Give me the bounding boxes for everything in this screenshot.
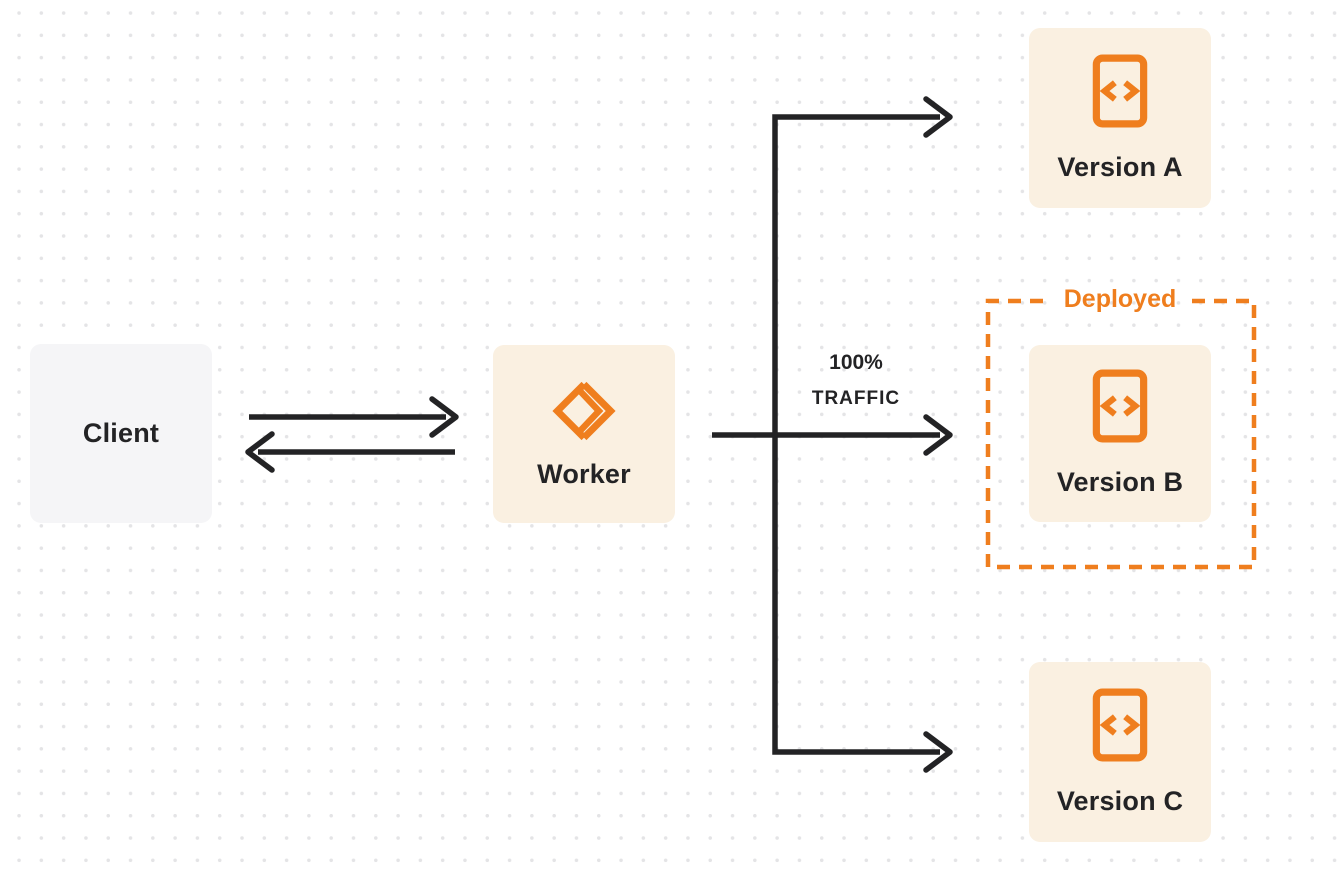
worker-label: Worker <box>537 458 631 489</box>
workers-logo-icon <box>552 379 616 443</box>
version-c-arrowhead <box>923 731 953 773</box>
version-c-label: Version C <box>1056 785 1184 816</box>
traffic-branch-trunk <box>772 114 940 755</box>
node-client: Client <box>30 344 212 523</box>
code-file-icon <box>1091 369 1149 443</box>
deployed-group-label: Deployed <box>1063 285 1177 313</box>
traffic-percent: 100% <box>829 351 883 374</box>
traffic-label: 100% TRAFFIC <box>786 351 926 410</box>
traffic-word: TRAFFIC <box>811 388 901 409</box>
node-version-c: Version C <box>1029 662 1211 842</box>
version-a-label: Version A <box>1057 151 1183 182</box>
code-file-icon <box>1091 688 1149 762</box>
node-version-a: Version A <box>1029 28 1211 208</box>
code-file-icon <box>1091 54 1149 128</box>
version-a-arrowhead <box>923 96 953 138</box>
version-b-arrowhead <box>923 414 953 456</box>
node-worker: Worker <box>493 345 675 523</box>
client-label: Client <box>82 418 160 448</box>
client-to-worker-arrowhead <box>429 396 459 438</box>
worker-to-client-arrowhead <box>245 431 275 473</box>
version-b-label: Version B <box>1056 467 1184 497</box>
node-version-b: Version B <box>1029 345 1211 522</box>
